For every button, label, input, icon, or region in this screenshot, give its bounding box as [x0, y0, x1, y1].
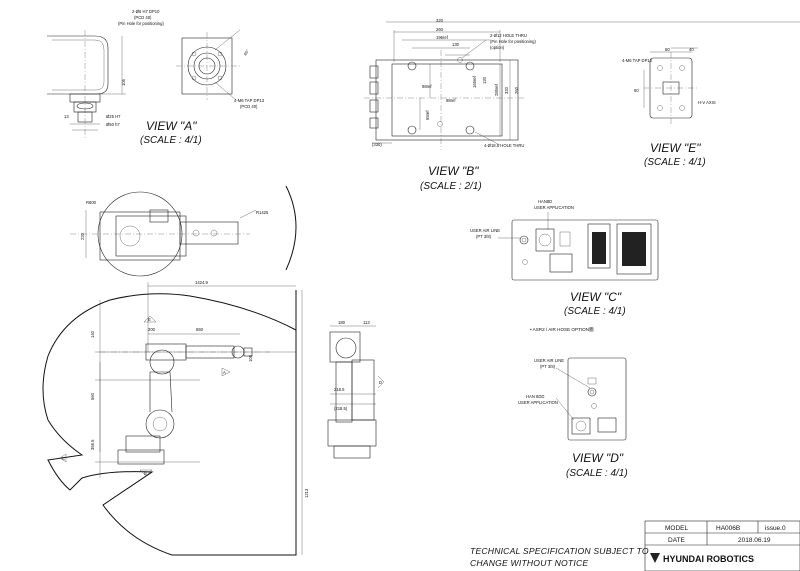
- top-dim-220: 220: [80, 232, 85, 240]
- view-b-note-1: 2-Ø12 HOLE THRU: [490, 33, 527, 38]
- title-block-issue: issue.0: [765, 525, 786, 532]
- view-b-dim-98a: 98ref: [422, 84, 432, 89]
- view-d-note-han8dd: HAN 8DD: [526, 394, 544, 399]
- side-dim-218a: 218.5: [334, 387, 345, 392]
- view-a-note-3: (Pin Hole for positioning): [118, 21, 164, 26]
- view-b-note-2: (Pin Hole for positioning): [490, 39, 536, 44]
- title-block-brand: HYUNDAI ROBOTICS: [663, 554, 754, 564]
- view-b-drawing: [364, 30, 525, 150]
- view-b-dim-330: (330): [372, 142, 382, 147]
- title-block-model-value: HA006B: [716, 525, 740, 532]
- view-b-dim-285: 285ref: [494, 83, 499, 96]
- view-b-dim-120: 120: [482, 76, 487, 84]
- view-a-drawing: [47, 29, 241, 140]
- top-view-drawing: [70, 185, 297, 277]
- view-a-note-5: (PCD 40): [240, 104, 258, 109]
- main-dim-560: 560: [90, 392, 95, 400]
- view-b-dim-165: 165ref: [472, 75, 477, 88]
- view-b-dim-65: 65ref: [425, 110, 430, 120]
- view-e-drawing: [643, 47, 698, 124]
- view-a-dim-13: 13: [64, 114, 69, 119]
- view-c-drawing: [498, 212, 659, 281]
- view-d-note-pt: (PT 3/8): [540, 364, 556, 369]
- view-c-note-pt: (PT 3/8): [476, 234, 492, 239]
- view-b-dim-98b: 98ref: [446, 98, 456, 103]
- view-b-dim-320: 320: [436, 18, 444, 23]
- main-marker-c: C: [62, 456, 65, 461]
- main-dim-200: 200: [148, 327, 156, 332]
- view-d-note-user-app: USER APPLICATION: [518, 400, 558, 405]
- view-c-note-user-app: USER APPLICATION: [534, 205, 574, 210]
- main-dim-1213: 1213: [304, 488, 309, 498]
- view-e-dim-60: 60: [634, 88, 639, 93]
- view-b-scale: (SCALE : 2/1): [420, 181, 482, 192]
- top-dim-r600: R600: [86, 200, 97, 205]
- view-e-dim-50: 50: [665, 47, 670, 52]
- side-marker-d: D: [379, 380, 382, 385]
- disclaimer-line-2: CHANGE WITHOUT NOTICE: [470, 558, 588, 568]
- view-a-note-2: (PCD 40): [134, 15, 152, 20]
- main-dim-140: 140: [90, 330, 95, 338]
- view-b-title: VIEW "B": [428, 164, 479, 178]
- view-d-scale: (SCALE : 4/1): [566, 468, 628, 479]
- work-envelope-drawing: [42, 282, 303, 556]
- view-e-dim-40: 40: [689, 47, 694, 52]
- view-c-note-air-line: USER AIR LINE: [470, 228, 500, 233]
- view-c-title: VIEW "C": [570, 290, 622, 304]
- view-a-note-1: 2-Ø6 H7 DP10: [132, 9, 160, 14]
- view-b-dim-320v: 320: [504, 86, 509, 94]
- view-b-note-4: 4-Ø18.5 HOLE THRU: [484, 143, 524, 148]
- view-b-dim-260: 260: [436, 27, 444, 32]
- main-dim-650: 650: [196, 327, 204, 332]
- main-marker-a: A: [223, 370, 226, 375]
- view-e-note-tap: 4-M6 TAP DP12: [622, 58, 653, 63]
- main-marker-e: E: [148, 317, 151, 322]
- view-a-note-4: 4-M6 TAP DP13: [234, 98, 265, 103]
- view-b-dim-130: 130: [452, 42, 460, 47]
- title-block-date-label: DATE: [668, 537, 686, 544]
- view-e-scale: (SCALE : 4/1): [644, 157, 706, 168]
- title-block-model-label: MODEL: [665, 525, 689, 532]
- main-dim-1424: 1424.9: [195, 280, 208, 285]
- view-b-dim-196: 196ref: [436, 35, 449, 40]
- top-dim-r1425: R1425: [256, 210, 269, 215]
- view-a-dim-25: Ø25 H7: [106, 114, 121, 119]
- side-view-drawing: [327, 325, 385, 459]
- side-dim-180: 180: [338, 320, 346, 325]
- view-e-title: VIEW "E": [650, 141, 701, 155]
- view-a-dim-50: Ø50 h7: [106, 122, 120, 127]
- view-d-drawing: [555, 357, 627, 441]
- view-b-note-3: (option): [490, 45, 505, 50]
- side-dim-218b: (218.5): [334, 406, 348, 411]
- main-dim-105: 105: [248, 354, 253, 362]
- view-a-dim-105: 105: [121, 78, 126, 86]
- view-b-dim-260v: 260: [514, 86, 519, 94]
- view-c-scale: (SCALE : 4/1): [564, 306, 626, 317]
- title-block: [644, 520, 800, 571]
- view-a-title: VIEW "A": [146, 119, 197, 133]
- hyundai-logo-icon: [650, 553, 660, 563]
- title-block-date-value: 2018.06.19: [738, 537, 771, 544]
- main-marker-b: B: [144, 471, 147, 476]
- side-dim-113: 113: [363, 320, 370, 325]
- disclaimer-line-1: TECHNICAL SPECIFICATION SUBJECT TO: [470, 546, 649, 556]
- view-c-note-han8d: HAN8D: [538, 199, 552, 204]
- main-dim-356: 356.5: [90, 439, 95, 450]
- view-e-note-axis: H-V AXIS: [698, 100, 716, 105]
- view-c-option-note: • ASR2 / AIR HOSE OPTION圖: [530, 327, 594, 333]
- view-d-title: VIEW "D": [572, 451, 624, 465]
- view-d-note-air-line: USER AIR LINE: [534, 358, 564, 363]
- view-a-scale: (SCALE : 4/1): [140, 135, 202, 146]
- view-a-dim-45: 45°: [243, 48, 251, 56]
